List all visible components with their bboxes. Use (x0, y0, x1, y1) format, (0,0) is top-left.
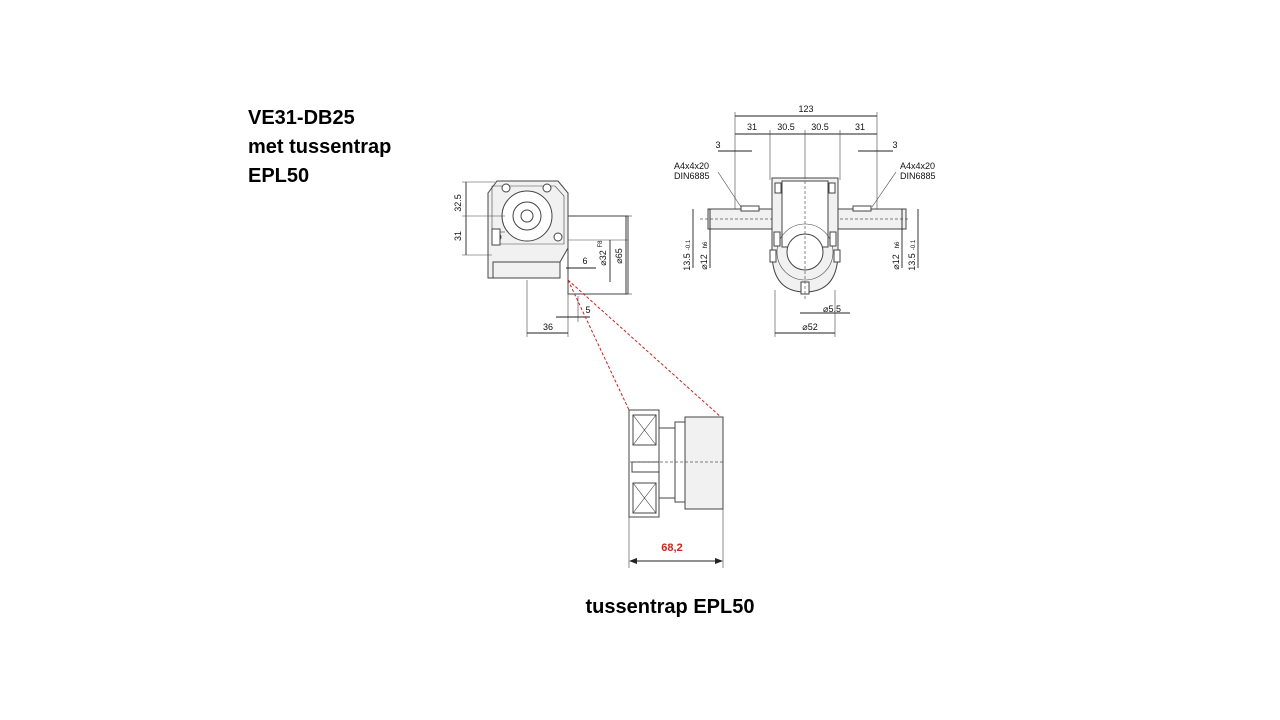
bearing-cross (632, 414, 657, 446)
dim-width: 36 (543, 322, 553, 332)
key-left (740, 205, 760, 212)
bolt-icon (773, 231, 781, 247)
bolt-icon (774, 182, 782, 194)
callout-line-left (567, 279, 630, 411)
foot-tab (491, 228, 501, 246)
dim-bore-tolerance: F8 (598, 240, 604, 248)
dim-seg2: 30.5 (777, 122, 795, 132)
motor-flange (567, 215, 629, 295)
dim-height-left: 13.5 (682, 253, 692, 271)
adapter-collar (658, 427, 676, 499)
dim-seg4: 31 (855, 122, 865, 132)
drawing-title: VE31-DB25 met tussentrap EPL50 (248, 104, 391, 191)
dim-seg3: 30.5 (811, 122, 829, 132)
bolt-icon (833, 249, 841, 263)
key-left-line2: DIN6885 (674, 171, 710, 181)
housing-foot (492, 261, 561, 279)
dim-flange: ⌀65 (614, 248, 624, 263)
dim-bore: ⌀32 (598, 250, 608, 265)
dim-shaft-left-tol: h6 (703, 241, 709, 248)
title-line-part: EPL50 (248, 165, 310, 187)
housing-bore-inner (520, 209, 534, 223)
key-right-line2: DIN6885 (900, 171, 936, 181)
bolt-icon (769, 249, 777, 263)
motor-body (684, 416, 724, 510)
dim-height-left-tol: -0.1 (686, 239, 692, 250)
dim-base: ⌀52 (802, 322, 817, 332)
input-shaft (631, 461, 663, 473)
key-left-leader (717, 171, 742, 208)
dim-overall: 123 (798, 104, 813, 114)
title-line-description: met tussentrap (248, 136, 392, 158)
dim-shaft: 6 (582, 256, 587, 266)
dim-seg1: 31 (747, 122, 757, 132)
key-right-line1: A4x4x20 (900, 161, 935, 171)
key-right (852, 205, 872, 212)
key-left-line1: A4x4x20 (674, 161, 709, 171)
dim-shaft-left: ⌀12 (699, 254, 709, 269)
bolt-icon (553, 232, 563, 242)
dim-offset: 5 (585, 305, 590, 315)
arrow-left-icon (629, 558, 637, 564)
dim-height-right: 13.5 (907, 253, 917, 271)
dim-shaft-right-tol: h6 (895, 241, 901, 248)
dim-height-top: 32.5 (453, 194, 463, 212)
right-front-view: 123 31 30.5 30.5 31 3 3 A4x4x20 DIN6885 … (674, 104, 936, 337)
arrow-right-icon (715, 558, 723, 564)
bolt-icon (542, 183, 552, 193)
dim-gap-left: 3 (715, 140, 720, 150)
dim-height-right-tol: -0.1 (911, 239, 917, 250)
bolt-icon (829, 231, 837, 247)
bolt-icon (501, 183, 511, 193)
bolt-icon (828, 182, 836, 194)
dim-gap-right: 3 (892, 140, 897, 150)
callout-line-right (567, 279, 723, 419)
dim-length: 68,2 (661, 542, 682, 554)
bearing-cross (632, 482, 657, 514)
title-line-model: VE31-DB25 (248, 107, 355, 129)
detail-view-epl50: 68,2 (628, 409, 724, 568)
detail-callout (567, 279, 723, 419)
dim-hole: ⌀5.5 (823, 304, 841, 314)
detail-caption: tussentrap EPL50 (585, 596, 755, 618)
dim-height-bottom: 31 (453, 231, 463, 241)
left-side-view: 32.5 31 ⌀32 F8 ⌀65 6 36 5 (453, 180, 632, 337)
dim-shaft-right: ⌀12 (891, 254, 901, 269)
key-right-leader (871, 171, 897, 208)
